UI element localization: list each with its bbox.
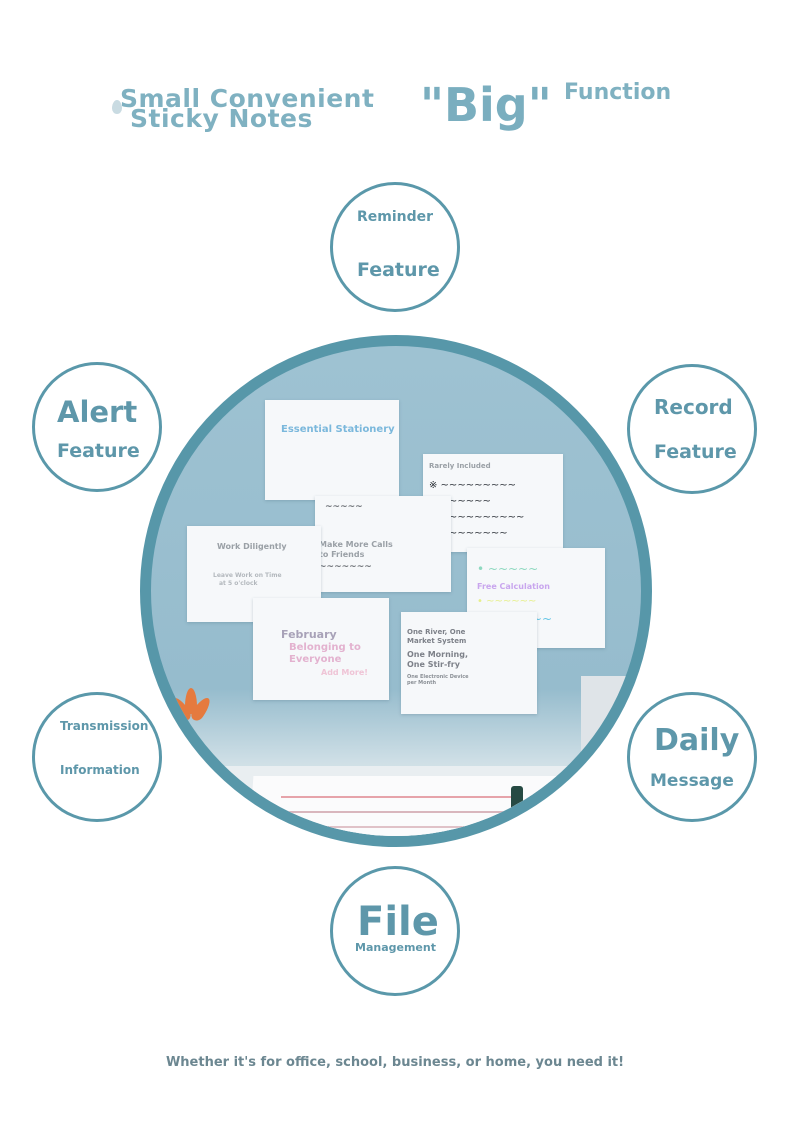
footer-tagline: Whether it's for office, school, busines… — [165, 1055, 625, 1070]
note-text: at 5 o'clock — [219, 580, 258, 587]
note-text: Free Calculation — [477, 582, 550, 591]
note-text: Rarely Included — [429, 462, 491, 470]
headline-function: Function — [564, 80, 672, 105]
feature-record-line2: Feature — [654, 441, 737, 463]
note-handwriting: ~~~~~ — [325, 502, 363, 512]
feature-file: File Management — [330, 866, 460, 996]
sticky-note-february: February Belonging to Everyone Add More! — [253, 598, 389, 700]
feature-reminder: Reminder Feature — [330, 182, 460, 312]
feature-file-line1: File — [357, 899, 439, 945]
note-text: Work Diligently — [217, 542, 287, 551]
feature-reminder-line1: Reminder — [357, 209, 434, 225]
plant-icon — [168, 686, 214, 731]
note-handwriting: ※ ~~~~~~ — [429, 496, 491, 507]
printer — [581, 676, 641, 766]
note-handwriting: ※ ~~~~~~~~ — [429, 528, 508, 539]
sticky-note-essential: Essential Stationery — [265, 400, 399, 500]
note-handwriting: ※ ~~~~~~~~~ — [429, 480, 516, 491]
desk-paper-line — [281, 796, 521, 798]
feature-alert-line2: Feature — [57, 440, 140, 462]
note-handwriting: ※ ~~~~~~~~~~ — [429, 512, 525, 523]
feature-record: Record Feature — [627, 364, 757, 494]
feature-transmission-line1: Transmission — [60, 719, 149, 733]
note-text: Add More! — [321, 668, 368, 677]
note-handwriting: • ~~~~~ — [477, 562, 539, 576]
feature-alert: Alert Feature — [32, 362, 162, 492]
water-drop-icon — [112, 100, 122, 114]
marker-pen — [511, 786, 523, 810]
product-photo: Essential Stationery Rarely Included ※ ~… — [140, 335, 652, 847]
note-handwriting: • ~~~~~~ — [477, 596, 537, 607]
feature-alert-line1: Alert — [57, 395, 138, 429]
headline-big: "Big" — [420, 78, 552, 132]
sticky-note-center: ~~~~~ Make More Calls to Friends ~~~~~~~ — [315, 496, 451, 592]
feature-daily-line2: Message — [650, 771, 734, 791]
note-text: per Month — [407, 680, 437, 686]
feature-transmission: Transmission Information — [32, 692, 162, 822]
note-text: One Morning, — [407, 650, 469, 659]
headline: Small Convenient Sticky Notes "Big" Func… — [0, 0, 790, 160]
note-text: One Electronic Device — [407, 674, 469, 680]
note-text: Market System — [407, 637, 467, 645]
headline-line2: Sticky Notes — [130, 104, 313, 133]
sticky-note-river: One River, One Market System One Morning… — [401, 612, 537, 714]
feature-daily: Daily Message — [627, 692, 757, 822]
headline-line1: Small Convenient — [120, 84, 375, 113]
feature-file-line2: Management — [355, 941, 436, 954]
desk-paper-line — [279, 811, 529, 813]
note-text: Everyone — [289, 654, 342, 665]
note-text: February — [281, 628, 337, 641]
note-text: Make More Calls — [319, 540, 393, 549]
note-handwriting: ~~~~~~~ — [319, 562, 372, 572]
feature-daily-line1: Daily — [654, 723, 740, 758]
note-text: Leave Work on Time — [213, 572, 282, 579]
note-text: One Stir-fry — [407, 660, 460, 669]
feature-record-line1: Record — [654, 395, 733, 419]
note-text: Essential Stationery — [281, 424, 395, 435]
note-text: One River, One — [407, 628, 466, 636]
feature-reminder-line2: Feature — [357, 259, 440, 281]
note-text: Belonging to — [289, 642, 361, 653]
feature-transmission-line2: Information — [60, 763, 140, 777]
desk-paper-line — [277, 826, 507, 828]
note-text: to Friends — [319, 550, 365, 559]
